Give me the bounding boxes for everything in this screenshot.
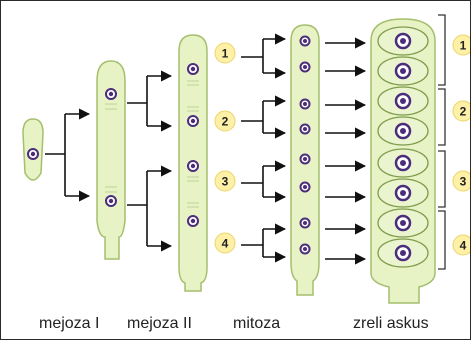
svg-text:2: 2 (222, 115, 229, 129)
label-meiosis-2: mejoza II (127, 315, 192, 333)
pair-badge-4: 4 (215, 233, 235, 253)
label-mature-ascus: zreli askus (353, 315, 429, 333)
svg-text:2: 2 (460, 105, 467, 119)
svg-text:3: 3 (222, 175, 229, 189)
ascus-brackets (438, 15, 445, 269)
bracket-badge-3: 3 (453, 171, 470, 191)
bracket-badge-4: 4 (453, 235, 470, 255)
pair-badge-3: 3 (215, 171, 235, 191)
meiosis-1-nucleus-bottom (106, 196, 116, 206)
meiosis-1-nucleus-top (106, 89, 116, 99)
svg-text:3: 3 (460, 175, 467, 189)
label-mitosis: mitoza (233, 315, 280, 333)
bracket-badge-1: 1 (453, 35, 470, 55)
initial-cell-nucleus (28, 149, 38, 159)
svg-text:1: 1 (460, 39, 467, 53)
svg-text:4: 4 (460, 239, 467, 253)
maturation-arrows (325, 43, 365, 259)
label-meiosis-1: mejoza I (39, 315, 99, 333)
pair-badge-2: 2 (215, 111, 235, 131)
meiosis-2-arrows (127, 76, 171, 246)
svg-text:1: 1 (222, 47, 229, 61)
mitosis-arrows (241, 39, 285, 257)
svg-text:4: 4 (222, 237, 229, 251)
pair-badge-1: 1 (215, 43, 235, 63)
bracket-badge-2: 2 (453, 101, 470, 121)
meiosis-1-arrows (45, 114, 89, 196)
